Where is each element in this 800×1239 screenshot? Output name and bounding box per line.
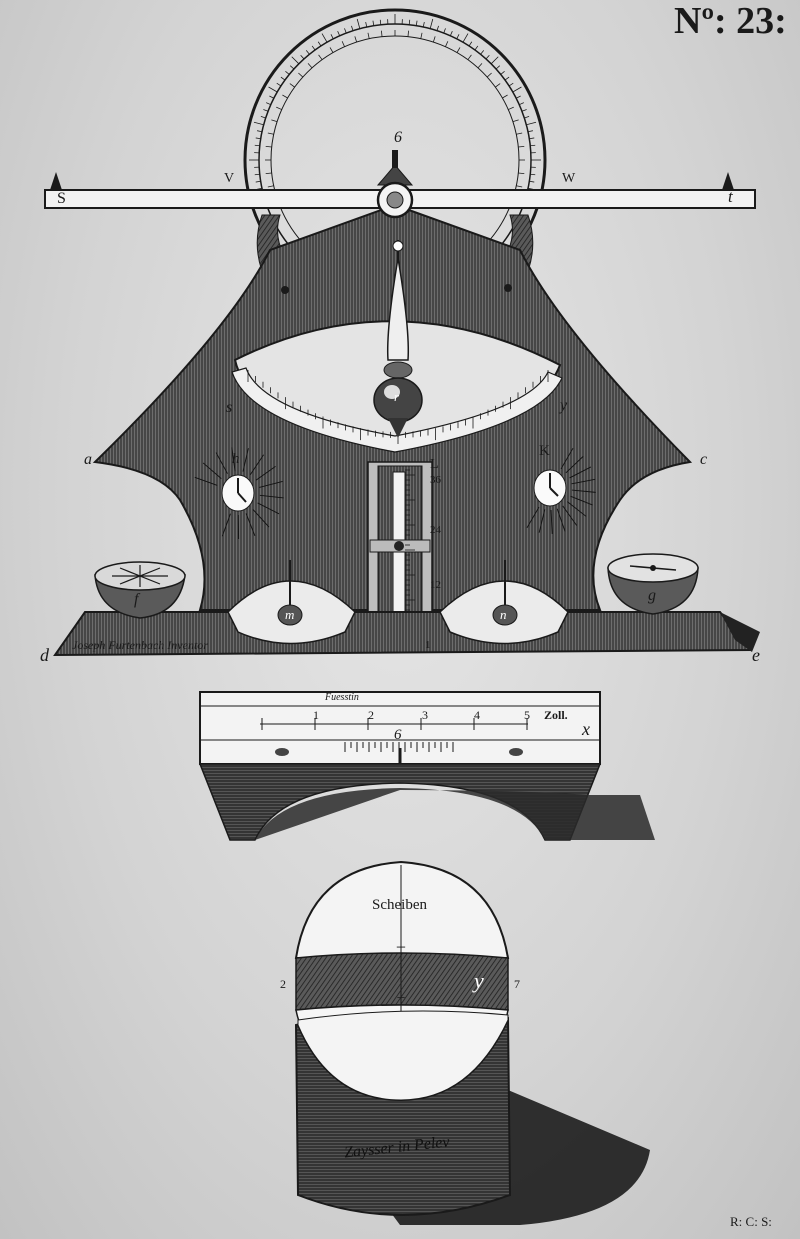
ruler-end-mark: x bbox=[582, 719, 590, 739]
slide-number-12: 12 bbox=[430, 579, 441, 591]
plate-number: Nº: 23: bbox=[674, 0, 787, 42]
ruler-number-1: 1 bbox=[313, 708, 319, 722]
ruler-title: Fuesstin bbox=[325, 692, 359, 703]
disc-band-letter: y bbox=[474, 968, 484, 993]
slide-number-24: 24 bbox=[430, 524, 441, 536]
disc-title: Scheiben bbox=[372, 897, 427, 913]
label-L: L bbox=[430, 457, 439, 472]
label-d: d bbox=[40, 645, 49, 665]
label-y-arc: y bbox=[560, 397, 568, 414]
svg-text:+: + bbox=[396, 990, 405, 1007]
compass-bowl-g bbox=[607, 553, 699, 615]
svg-text:+: + bbox=[396, 937, 406, 957]
label-r: r bbox=[394, 389, 400, 404]
label-S: S bbox=[57, 190, 66, 207]
ruler-number-4: 4 bbox=[474, 708, 480, 722]
compass-bowl-f bbox=[94, 561, 186, 619]
ruler-number-5: 5 bbox=[524, 708, 530, 722]
label-a: a bbox=[84, 451, 92, 468]
disc-right-number: 7 bbox=[514, 977, 520, 991]
label-m: m bbox=[285, 607, 295, 622]
ruler-unit-label: Zoll. bbox=[544, 708, 568, 722]
ruler-mid-label: 6 bbox=[394, 727, 402, 743]
arc-scale-ticks bbox=[247, 370, 549, 444]
label-c: c bbox=[700, 451, 708, 468]
pendulum-bob bbox=[373, 240, 423, 438]
right-hour-dial bbox=[533, 469, 567, 507]
label-n: n bbox=[500, 607, 507, 622]
label-V: V bbox=[224, 171, 235, 186]
label-K: K bbox=[539, 443, 550, 459]
slide-number-36: 36 bbox=[430, 474, 441, 486]
label-W: W bbox=[562, 171, 576, 186]
inventor-inscription: Joseph Furtenbach Inventor bbox=[72, 638, 208, 652]
right-level-dial bbox=[439, 560, 569, 645]
disc-left-number: 2 bbox=[280, 977, 286, 991]
label-f: f bbox=[134, 591, 139, 608]
left-level-dial bbox=[227, 560, 356, 645]
corner-mark: R: C: S: bbox=[730, 1214, 772, 1229]
label-h: h bbox=[232, 451, 240, 467]
label-s: s bbox=[226, 399, 233, 416]
ruler-number-2: 2 bbox=[368, 708, 374, 722]
label-6: 6 bbox=[394, 129, 402, 146]
label-t: t bbox=[728, 187, 733, 206]
label-g: g bbox=[648, 587, 656, 604]
label-e: e bbox=[752, 645, 760, 665]
left-hour-dial bbox=[221, 474, 255, 512]
measuring-ruler bbox=[198, 691, 655, 841]
slide-number-1: 1 bbox=[425, 639, 431, 651]
ruler-number-3: 3 bbox=[422, 708, 428, 722]
disc-and-case: + + bbox=[294, 860, 650, 1225]
